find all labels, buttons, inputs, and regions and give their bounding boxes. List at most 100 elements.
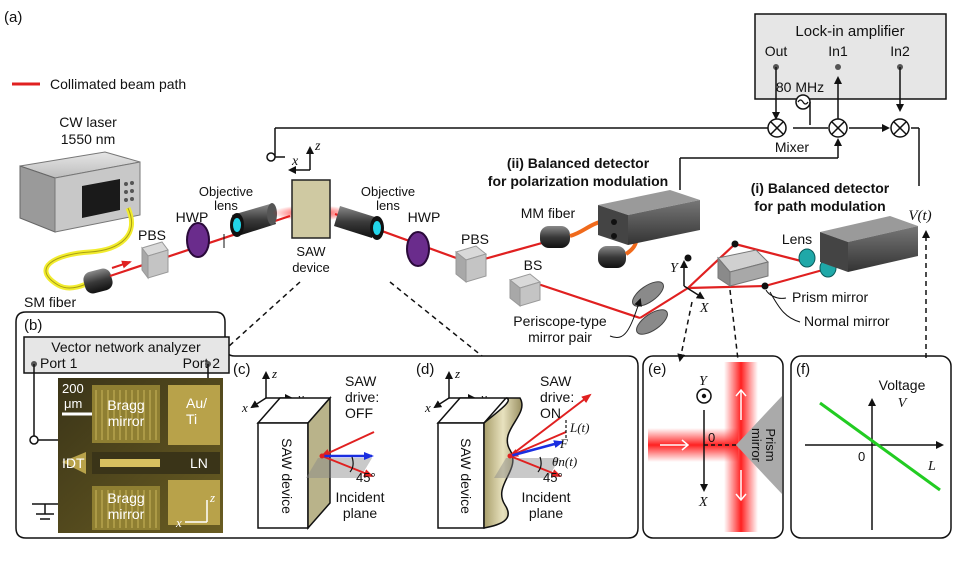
au-label: Au/ <box>186 395 207 411</box>
zero-e: 0 <box>708 430 715 445</box>
incident-beam-c <box>320 431 375 457</box>
axes-XY-a <box>680 260 705 300</box>
axes-xz-a <box>288 146 314 174</box>
prism-e-2: mirror <box>749 428 764 463</box>
saw-device-label-1: SAW <box>296 244 326 259</box>
objective-label-2b: lens <box>376 198 400 213</box>
angle-arc-c <box>349 456 354 473</box>
objective-lens-1 <box>230 203 277 237</box>
chip-axis-z: z <box>209 490 215 505</box>
detector-pol-label-2: for polarization modulation <box>488 173 668 189</box>
theta-label: θn(t) <box>552 454 577 469</box>
hwp-plate-1 <box>186 222 210 258</box>
saw-device-label-2: device <box>292 260 330 275</box>
pbs-label-2: PBS <box>461 231 489 247</box>
lockin-box <box>754 13 947 100</box>
pbs-label-1: PBS <box>138 227 166 243</box>
lens-label: Lens <box>782 231 812 247</box>
drive-c-2: drive: <box>345 389 379 405</box>
ti-label: Ti <box>186 411 197 427</box>
bs-cube <box>508 273 542 308</box>
objective-label-1a: Objective <box>199 184 253 199</box>
hwp-label-2: HWP <box>408 209 441 225</box>
detector-polarization-box <box>598 190 700 245</box>
incident-beam-d <box>508 431 567 457</box>
incident-plane-d <box>494 458 560 478</box>
incident-plane-c <box>306 458 372 478</box>
legend-label: Collimated beam path <box>50 76 186 92</box>
saw-device-block <box>291 179 331 239</box>
mixer-3 <box>890 118 910 138</box>
lockin-out: Out <box>765 43 788 59</box>
mixer-1 <box>767 118 787 138</box>
axes-f <box>805 398 944 530</box>
axes-e <box>700 410 738 492</box>
panel-b-frame <box>15 311 639 539</box>
idt-label: IDT <box>62 455 85 471</box>
drive-d-2: drive: <box>540 389 574 405</box>
saw-device-3d-c <box>256 396 332 530</box>
panel-e-label: (e) <box>648 361 666 378</box>
periscope-pointer <box>609 298 642 338</box>
lockin-in2: In2 <box>890 43 910 59</box>
axis-z-d: z <box>454 366 460 381</box>
deflected-beam-d <box>509 393 592 457</box>
dashed-leaders <box>217 230 930 362</box>
laser-label-1: CW laser <box>59 114 117 130</box>
axis-X-a: X <box>699 301 709 316</box>
lockin-in1: In1 <box>828 43 848 59</box>
chip-axes <box>185 500 208 523</box>
mirror-dot-1 <box>731 240 739 248</box>
bragg-top-2: mirror <box>108 413 145 429</box>
pbs-cube-1 <box>141 241 169 280</box>
angle-arc-d <box>537 456 542 473</box>
bragg-bottom-2: mirror <box>108 506 145 522</box>
prism-pointer <box>765 289 787 299</box>
periscope-mirror-2 <box>636 309 668 335</box>
bragg-bottom-1: Bragg <box>107 490 144 506</box>
periscope-label-2: mirror pair <box>528 329 592 345</box>
periscope-label-1: Periscope-type <box>513 313 607 329</box>
split-arrows <box>660 388 747 502</box>
chip-axis-x: x <box>175 515 182 530</box>
incident-d-2: plane <box>529 505 563 521</box>
freq-label: 80 MHz <box>776 79 824 95</box>
normal-mirror-label: Normal mirror <box>804 313 890 329</box>
prism-mirror-label: Prism mirror <box>792 289 869 305</box>
saw-device-d-label: SAW device <box>458 438 474 514</box>
spot-d <box>507 453 513 459</box>
hwp-plate-2 <box>406 231 430 267</box>
drive-d-3: ON <box>540 405 561 421</box>
incident-c-1: Incident <box>335 489 384 505</box>
zero-f: 0 <box>858 449 865 464</box>
mm-fiber-coupler-2 <box>598 246 626 268</box>
F-label: F <box>559 436 569 451</box>
reflected-beam-d <box>509 455 562 477</box>
reflected-beam-c <box>321 455 374 477</box>
panel-e-frame <box>642 355 784 539</box>
detector-path-label-1: (i) Balanced detector <box>751 180 890 196</box>
objective-lens-2 <box>334 206 384 240</box>
incident-d-1: Incident <box>521 489 570 505</box>
L-label: L <box>927 459 936 474</box>
vna-port2: Port 2 <box>183 355 221 371</box>
scale-bar-num: 200 <box>62 381 84 396</box>
mirror-dot-2 <box>761 282 769 290</box>
panel-b-label: (b) <box>24 317 42 334</box>
prism-e-1: Prism <box>763 428 778 461</box>
saw-device-3d-d <box>436 397 523 529</box>
Lt-label: L(t) <box>569 420 590 435</box>
angle-d: 45° <box>543 470 563 485</box>
drive-d-1: SAW <box>540 373 572 389</box>
vna-title: Vector network analyzer <box>51 339 201 355</box>
axis-z-a: z <box>314 139 321 154</box>
mixer-2 <box>828 118 848 138</box>
vna-box <box>23 336 230 374</box>
detector-path-box <box>820 216 918 272</box>
spot-c <box>319 453 325 459</box>
voltage-vs-L-line <box>819 401 941 492</box>
panel-d-label: (d) <box>416 361 434 378</box>
laser-label-2: 1550 nm <box>61 131 115 147</box>
axis-x-c: x <box>241 400 248 415</box>
